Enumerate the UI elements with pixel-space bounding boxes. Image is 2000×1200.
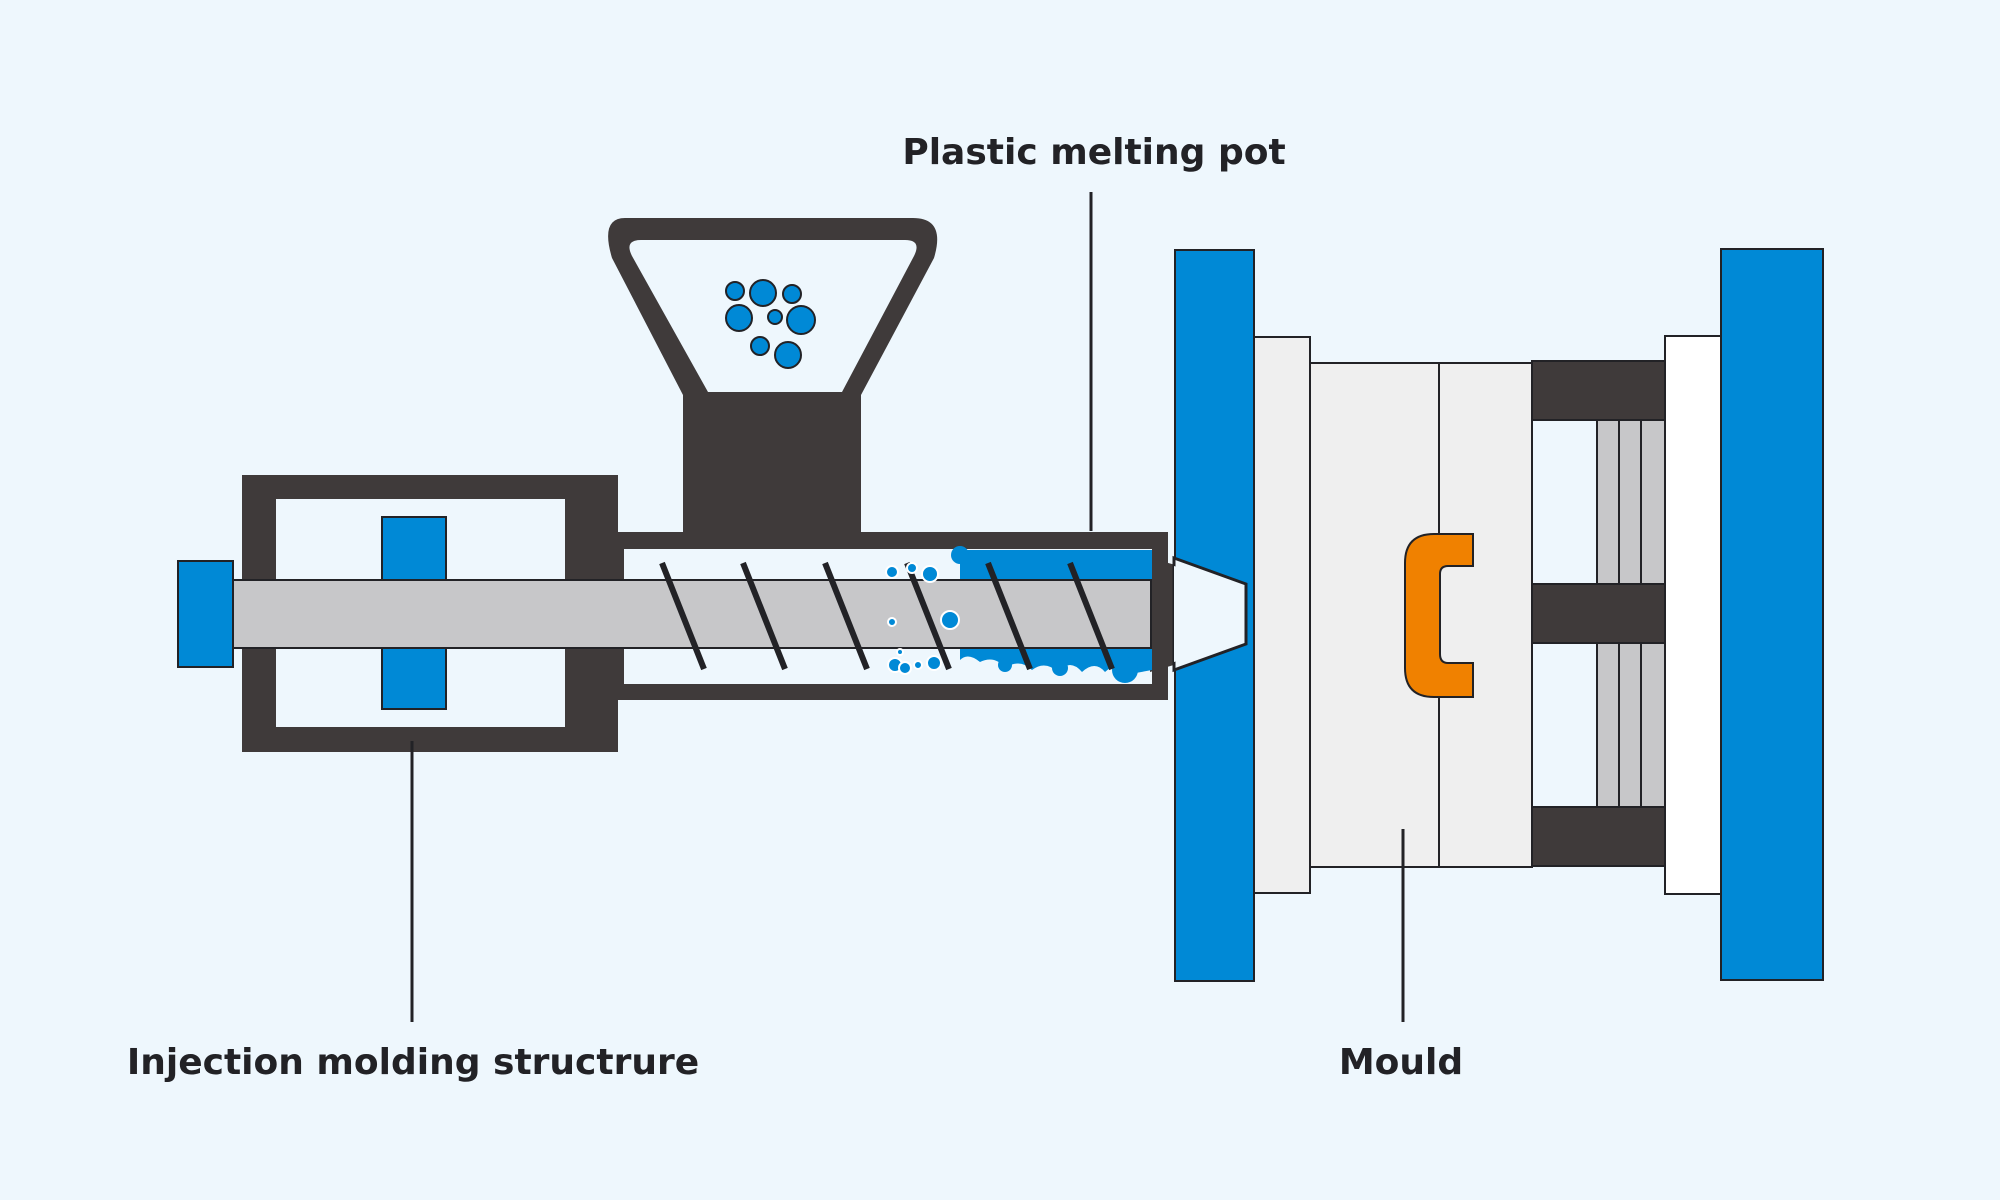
tie-block-middle [1531,583,1666,644]
moving-platen [1720,248,1824,981]
mould-right-half [1438,362,1533,868]
cylinder-housing [242,475,618,752]
injection-unit [177,218,1245,752]
screw-flights [659,561,1115,671]
moving-mould-plate [1664,335,1722,895]
clamp-unit [1172,248,1824,982]
melt-bubbles [885,562,960,675]
tie-block-bottom [1531,806,1666,867]
hopper [608,218,938,532]
label-injection: Injection molding structrure [127,1042,699,1083]
ejector-rods [1596,419,1666,808]
label-mould: Mould [1339,1042,1463,1083]
leader-lines [410,192,1405,1022]
plastic-pellets [725,279,816,369]
moulded-part [1404,533,1474,698]
label-melting-pot: Plastic melting pot [902,132,1285,173]
tie-block-top [1531,360,1666,421]
fixed-mould-plate [1253,336,1311,894]
shaft-end-cap [177,560,234,668]
barrel [565,532,1168,700]
